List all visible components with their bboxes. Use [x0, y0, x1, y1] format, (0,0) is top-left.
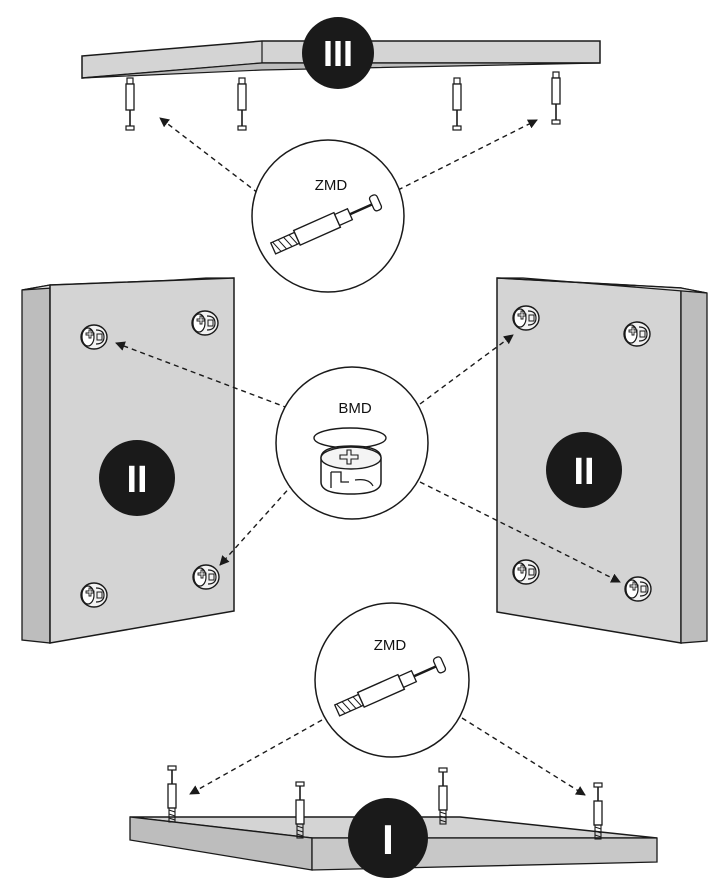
zmd-callout-top: ZMD: [252, 140, 404, 292]
arrow-top-right: [398, 120, 537, 190]
zmd-callout-bottom: ZMD: [315, 603, 469, 757]
bmd-callout: BMD: [276, 367, 428, 519]
zmd-label-top: ZMD: [315, 177, 348, 194]
panel-badge-top: III: [302, 17, 374, 89]
bmd-label: BMD: [338, 400, 372, 417]
panel-badge-left: II: [99, 440, 175, 516]
panel-number-left: II: [126, 459, 147, 501]
bmd-cap: [314, 428, 386, 448]
panel-badge-bottom: I: [348, 798, 428, 878]
panel-number-bottom: I: [382, 816, 394, 863]
panel-number-right: II: [573, 451, 594, 493]
bmd-cam-body: [321, 446, 381, 494]
panel-number-top: III: [323, 33, 353, 74]
arrow-bottom-right: [462, 718, 585, 795]
zmd-label-bottom: ZMD: [374, 637, 407, 654]
panel-badge-right: II: [546, 432, 622, 508]
